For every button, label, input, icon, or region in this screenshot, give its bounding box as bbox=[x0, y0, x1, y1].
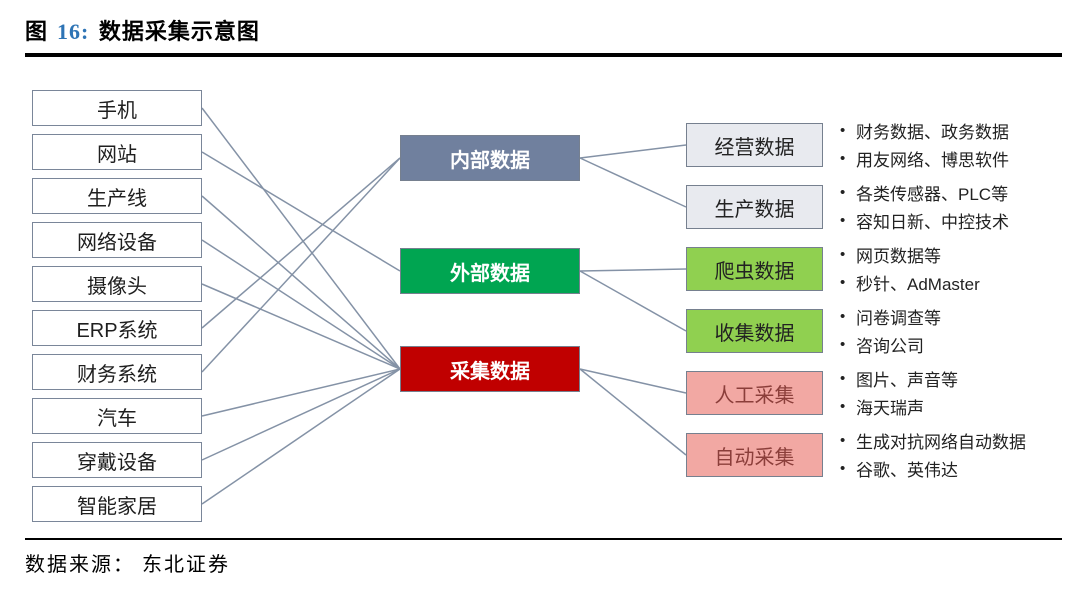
connector-line bbox=[201, 368, 401, 461]
connector-line bbox=[201, 239, 401, 370]
bullet-text: 图片、声音等 bbox=[856, 370, 958, 390]
connector-line bbox=[201, 368, 401, 505]
connector-line bbox=[201, 157, 401, 373]
bullet-dot-icon: • bbox=[840, 335, 846, 353]
bullet-dot-icon: • bbox=[840, 183, 846, 201]
middle-node-1: 外部数据 bbox=[400, 248, 580, 294]
left-node-7: 汽车 bbox=[32, 398, 202, 434]
bullet-text: 问卷调查等 bbox=[856, 308, 941, 328]
right-node-1: 生产数据 bbox=[686, 185, 823, 229]
left-node-2: 生产线 bbox=[32, 178, 202, 214]
bullet-text: 容知日新、中控技术 bbox=[856, 212, 1009, 232]
bullet-dot-icon: • bbox=[840, 307, 846, 325]
bullet-text: 秒针、AdMaster bbox=[856, 274, 980, 294]
left-node-0: 手机 bbox=[32, 90, 202, 126]
connector-line bbox=[579, 157, 687, 208]
bullet-item: • 各类传感器、PLC等 bbox=[840, 178, 1080, 206]
bullet-item: • 财务数据、政务数据 bbox=[840, 116, 1080, 144]
bullet-text: 用友网络、博思软件 bbox=[856, 150, 1009, 170]
bullet-text: 海天瑞声 bbox=[856, 398, 924, 418]
connector-line bbox=[201, 157, 401, 329]
bullet-item: • 生成对抗网络自动数据 bbox=[840, 426, 1080, 454]
bullet-group-3: • 问卷调查等 • 咨询公司 bbox=[840, 302, 1080, 358]
bullet-text: 各类传感器、PLC等 bbox=[856, 184, 1009, 204]
middle-node-0: 内部数据 bbox=[400, 135, 580, 181]
bullet-dot-icon: • bbox=[840, 245, 846, 263]
bullet-dot-icon: • bbox=[840, 273, 846, 291]
bullet-text: 网页数据等 bbox=[856, 246, 941, 266]
middle-node-2: 采集数据 bbox=[400, 346, 580, 392]
bullet-group-5: • 生成对抗网络自动数据 • 谷歌、英伟达 bbox=[840, 426, 1080, 482]
right-node-2: 爬虫数据 bbox=[686, 247, 823, 291]
bullet-dot-icon: • bbox=[840, 397, 846, 415]
connector-line bbox=[579, 368, 687, 456]
connector-line bbox=[201, 151, 401, 272]
bullet-item: • 秒针、AdMaster bbox=[840, 268, 1080, 296]
bullet-item: • 网页数据等 bbox=[840, 240, 1080, 268]
bullet-text: 生成对抗网络自动数据 bbox=[856, 432, 1026, 452]
source-note: 数据来源： 东北证券 bbox=[25, 554, 230, 576]
bullet-dot-icon: • bbox=[840, 431, 846, 449]
figure-title: 图 16: 数据采集示意图 bbox=[25, 14, 260, 46]
figure-label: 图 bbox=[25, 19, 49, 44]
bullet-dot-icon: • bbox=[840, 369, 846, 387]
left-node-8: 穿戴设备 bbox=[32, 442, 202, 478]
bullet-dot-icon: • bbox=[840, 459, 846, 477]
connector-line bbox=[579, 268, 687, 272]
left-node-5: ERP系统 bbox=[32, 310, 202, 346]
left-node-1: 网站 bbox=[32, 134, 202, 170]
bullet-item: • 咨询公司 bbox=[840, 330, 1080, 358]
bullet-item: • 海天瑞声 bbox=[840, 392, 1080, 420]
left-node-4: 摄像头 bbox=[32, 266, 202, 302]
footer-rule bbox=[25, 538, 1062, 540]
connector-line bbox=[201, 283, 401, 370]
right-node-4: 人工采集 bbox=[686, 371, 823, 415]
connector-line bbox=[579, 144, 687, 159]
right-node-0: 经营数据 bbox=[686, 123, 823, 167]
title-rule bbox=[25, 53, 1062, 57]
bullet-item: • 容知日新、中控技术 bbox=[840, 206, 1080, 234]
bullet-dot-icon: • bbox=[840, 121, 846, 139]
right-node-5: 自动采集 bbox=[686, 433, 823, 477]
bullet-item: • 谷歌、英伟达 bbox=[840, 454, 1080, 482]
right-node-3: 收集数据 bbox=[686, 309, 823, 353]
bullet-dot-icon: • bbox=[840, 149, 846, 167]
bullet-group-0: • 财务数据、政务数据 • 用友网络、博思软件 bbox=[840, 116, 1080, 172]
connector-line bbox=[201, 107, 401, 370]
bullet-group-4: • 图片、声音等 • 海天瑞声 bbox=[840, 364, 1080, 420]
connector-line bbox=[201, 368, 401, 417]
left-node-9: 智能家居 bbox=[32, 486, 202, 522]
figure-title-text: 数据采集示意图 bbox=[98, 19, 260, 44]
left-node-3: 网络设备 bbox=[32, 222, 202, 258]
figure-number: 16: bbox=[57, 19, 90, 44]
bullet-dot-icon: • bbox=[840, 211, 846, 229]
bullet-text: 财务数据、政务数据 bbox=[856, 122, 1009, 142]
bullet-item: • 图片、声音等 bbox=[840, 364, 1080, 392]
connector-line bbox=[579, 270, 687, 332]
bullet-item: • 问卷调查等 bbox=[840, 302, 1080, 330]
left-node-6: 财务系统 bbox=[32, 354, 202, 390]
connector-line bbox=[201, 195, 401, 370]
connector-line bbox=[579, 368, 687, 394]
bullet-text: 谷歌、英伟达 bbox=[856, 460, 958, 480]
bullet-text: 咨询公司 bbox=[856, 336, 924, 356]
bullet-group-2: • 网页数据等 • 秒针、AdMaster bbox=[840, 240, 1080, 296]
bullet-item: • 用友网络、博思软件 bbox=[840, 144, 1080, 172]
bullet-group-1: • 各类传感器、PLC等 • 容知日新、中控技术 bbox=[840, 178, 1080, 234]
